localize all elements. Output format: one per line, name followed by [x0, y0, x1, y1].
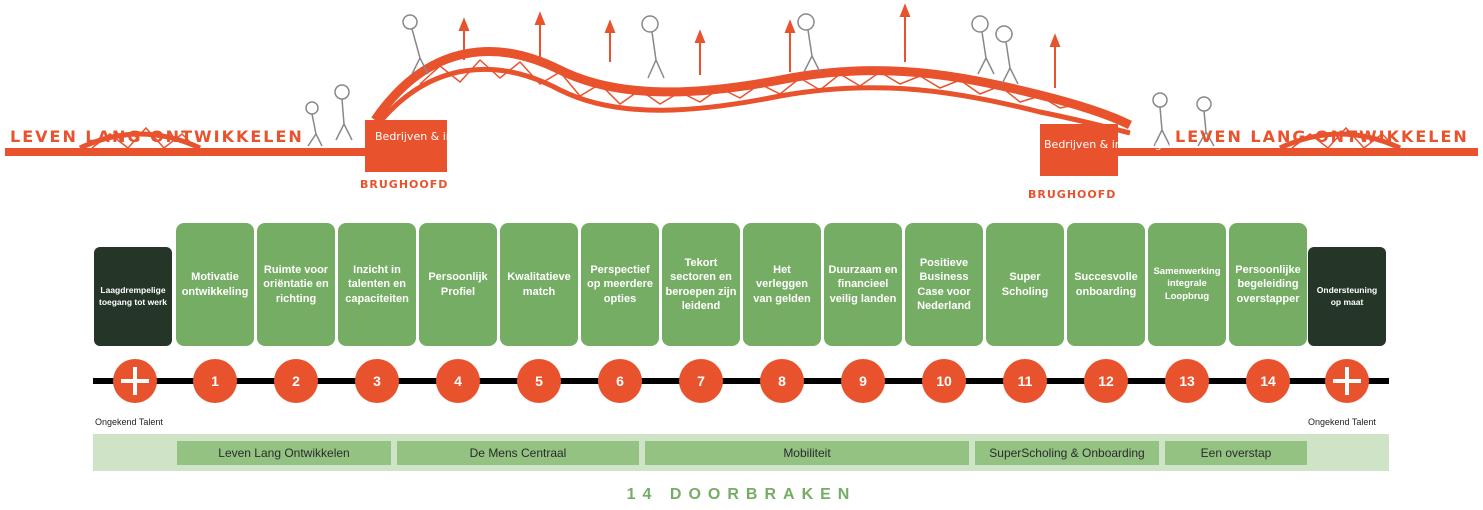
plus-icon [1333, 367, 1361, 395]
category-superscholing-onboarding: SuperScholing & Onboarding [975, 441, 1159, 465]
flags [458, 3, 1061, 88]
plus-icon [121, 367, 149, 395]
left-walkway [5, 148, 375, 156]
category-mobiliteit: Mobiliteit [645, 441, 969, 465]
right-pillar [1040, 124, 1118, 176]
breakthrough-card-8: Het verleggen van gelden [743, 223, 821, 346]
start-plus-circle [113, 359, 157, 403]
step-circle-10: 10 [922, 359, 966, 403]
main-bridge-bottom [373, 67, 1131, 136]
breakthrough-card-2: Ruimte voor oriëntatie en richting [257, 223, 335, 346]
breakthrough-card-6: Perspectief op meerdere opties [581, 223, 659, 346]
right-heading: LEVEN LANG ONTWIKKELEN [1175, 127, 1469, 146]
right-brughoofd: BRUGHOOFD [1028, 188, 1116, 201]
category-leven-lang-ontwikkelen: Leven Lang Ontwikkelen [177, 441, 391, 465]
step-circle-3: 3 [355, 359, 399, 403]
left-heading: LEVEN LANG ONTWIKKELEN [10, 127, 304, 146]
right-pillar-label: Bedrijven & instellingen [1044, 138, 1175, 151]
breakthrough-card-1: Motivatie ontwikkeling [176, 223, 254, 346]
step-circle-13: 13 [1165, 359, 1209, 403]
step-circle-12: 12 [1084, 359, 1128, 403]
breakthrough-card-10: Positieve Business Case voor Nederland [905, 223, 983, 346]
breakthrough-card-11: Super Scholing [986, 223, 1064, 346]
footer-title: 14 DOORBRAKEN [626, 486, 857, 503]
breakthrough-card-12: Succesvolle onboarding [1067, 223, 1145, 346]
timeline-line [93, 378, 1389, 384]
breakthrough-card-5: Kwalitatieve match [500, 223, 578, 346]
step-circle-6: 6 [598, 359, 642, 403]
breakthrough-card-14: Persoonlijke begeleiding overstapper [1229, 223, 1307, 346]
end-card: Ondersteuning op maat [1308, 247, 1386, 346]
category-de-mens-centraal: De Mens Centraal [397, 441, 639, 465]
step-circle-8: 8 [760, 359, 804, 403]
category-een-overstap: Een overstap [1165, 441, 1307, 465]
bridge-illustration: LEVEN LANG ONTWIKKELEN LEVEN LANG ONTWIK… [5, 3, 1478, 201]
start-card: Laagdrempelige toegang tot werk [94, 247, 172, 346]
end-plus-circle [1325, 359, 1369, 403]
step-circle-5: 5 [517, 359, 561, 403]
step-circle-14: 14 [1246, 359, 1290, 403]
walking-figures [305, 13, 1215, 147]
step-circle-1: 1 [193, 359, 237, 403]
step-circle-2: 2 [274, 359, 318, 403]
breakthrough-card-3: Inzicht in talenten en capaciteiten [338, 223, 416, 346]
right-walkway [1115, 148, 1478, 156]
breakthrough-card-4: Persoonlijk Profiel [419, 223, 497, 346]
step-circle-9: 9 [841, 359, 885, 403]
step-circle-11: 11 [1003, 359, 1047, 403]
left-small-bridge-truss [91, 126, 197, 150]
breakthrough-card-9: Duurzaam en financieel veilig landen [824, 223, 902, 346]
breakthrough-card-7: Tekort sectoren en beroepen zijn leidend [662, 223, 740, 346]
talent-label-right: Ongekend Talent [1308, 417, 1376, 427]
right-small-bridge-truss [1291, 126, 1397, 150]
talent-label-left: Ongekend Talent [95, 417, 163, 427]
step-circle-4: 4 [436, 359, 480, 403]
main-bridge-truss [419, 58, 1101, 117]
left-pillar [365, 120, 447, 172]
main-bridge-top [371, 47, 1133, 130]
left-pillar-label: Bedrijven & instellingen [375, 130, 506, 143]
left-brughoofd: BRUGHOOFD [360, 178, 448, 191]
step-circle-7: 7 [679, 359, 723, 403]
breakthrough-card-13: Samenwerking integrale Loopbrug [1148, 223, 1226, 346]
